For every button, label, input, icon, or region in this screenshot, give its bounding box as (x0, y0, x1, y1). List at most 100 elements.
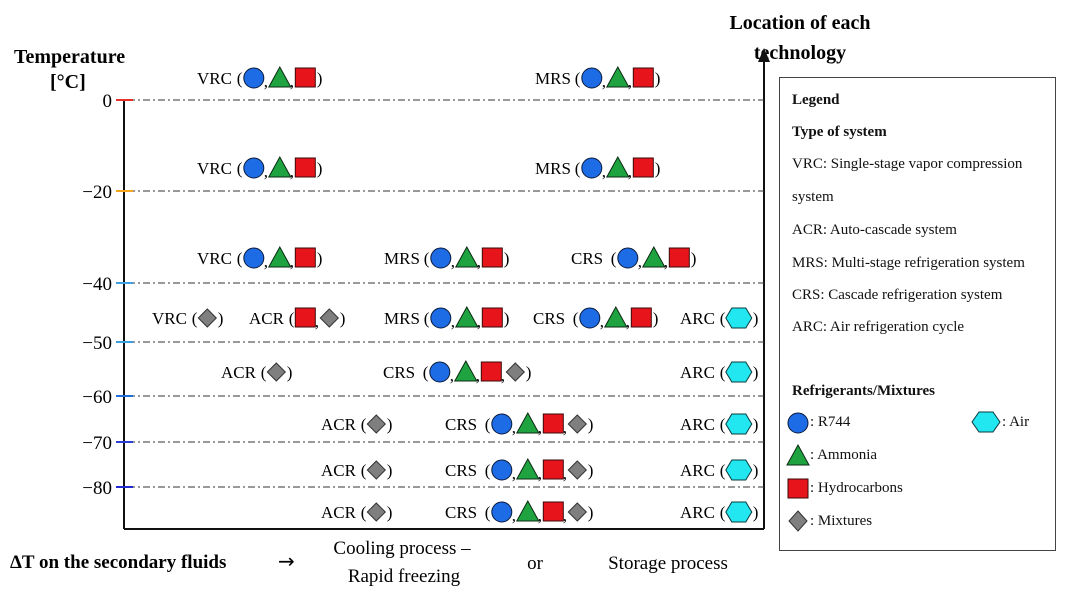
legend-hexagon-symbol (971, 411, 1001, 433)
comma: , (626, 312, 630, 331)
technology-entries: VRC(,,)MRS(,,)VRC(,,)MRS(,,)VRC(,,)MRS(,… (152, 65, 759, 525)
entry-label: MRS (535, 159, 571, 178)
rapid-freezing-label: Rapid freezing (348, 566, 461, 587)
comma: , (451, 312, 455, 331)
entry-label: ACR (249, 309, 285, 328)
legend-crs: CRS: Cascade refrigeration system (792, 287, 1003, 303)
diamond-icon (197, 308, 218, 328)
entry-label: CRS (445, 415, 477, 434)
legend-box: Legend Type of system VRC: Single-stage … (779, 77, 1056, 551)
entry-mrs: MRS(,,) (535, 65, 661, 91)
paren-close: ) (588, 461, 594, 480)
diamond-icon (567, 502, 588, 522)
square-icon (294, 307, 316, 328)
hexagon-icon (725, 361, 753, 383)
entry-acr: ACR() (321, 414, 392, 434)
paren-open: ( (424, 309, 430, 328)
paren-close: ) (317, 159, 323, 178)
square-icon (632, 157, 654, 178)
paren-open: ( (485, 415, 491, 434)
legend-type-heading: Type of system (792, 124, 887, 140)
entry-label: VRC (197, 159, 232, 178)
legend-diamond-icon (788, 510, 808, 532)
comma: , (512, 506, 516, 525)
entry-label: ARC (680, 309, 715, 328)
paren-open: ( (573, 309, 579, 328)
triangle-icon (267, 245, 292, 268)
entry-label: CRS (533, 309, 565, 328)
delta-t-label: ΔT on the secondary fluids (10, 552, 226, 573)
paren-close: ) (655, 69, 661, 88)
comma: , (563, 418, 567, 437)
entry-label: VRC (197, 69, 232, 88)
entry-acr: ACR() (321, 460, 392, 480)
entry-arc: ARC() (680, 501, 758, 523)
entry-label: MRS (384, 309, 420, 328)
paren-open: ( (424, 249, 430, 268)
paren-close: ) (387, 503, 393, 522)
square-icon (542, 501, 564, 522)
circle-icon (429, 361, 451, 383)
paren-close: ) (317, 249, 323, 268)
entry-mrs: MRS(,,) (384, 305, 509, 331)
legend-arc: ARC: Air refrigeration cycle (792, 319, 965, 335)
temperature-unit: [°C] (50, 71, 86, 93)
diamond-icon (567, 460, 588, 480)
arrow-glyph: → (278, 549, 295, 573)
comma: , (664, 252, 668, 271)
paren-open: ( (237, 69, 243, 88)
comma: , (290, 162, 294, 181)
circle-icon (491, 459, 513, 481)
diamond-icon (266, 362, 287, 382)
comma: , (628, 72, 632, 91)
entry-crs: CRS(,,) (533, 305, 659, 331)
legend-ammonia: : Ammonia (810, 447, 878, 463)
circle-icon (581, 157, 603, 179)
entry-mrs: MRS(,,) (535, 155, 660, 181)
legend-refrigerants-heading: Refrigerants/Mixtures (792, 383, 936, 399)
square-icon (294, 157, 316, 178)
legend-vrc-cont: system (792, 189, 834, 205)
circle-icon (617, 247, 639, 269)
temperature-label: Temperature (14, 46, 125, 68)
circle-icon (243, 67, 265, 89)
triangle-icon (267, 65, 292, 88)
comma: , (602, 162, 606, 181)
paren-close: ) (653, 309, 659, 328)
tick-label: −50 (82, 333, 112, 354)
entry-label: ACR (221, 363, 257, 382)
entry-acr: ACR() (321, 502, 393, 522)
paren-open: ( (423, 363, 429, 382)
entry-acr: ACR() (221, 362, 292, 382)
triangle-icon (515, 457, 540, 480)
circle-icon (243, 247, 265, 269)
tick-label: −70 (82, 433, 112, 454)
square-icon (481, 247, 503, 268)
legend-symbols (786, 412, 810, 532)
comma: , (538, 506, 542, 525)
paren-close: ) (753, 363, 759, 382)
paren-open: ( (261, 363, 267, 382)
legend-vrc: VRC: Single-stage vapor compression (792, 156, 1023, 172)
paren-close: ) (753, 415, 759, 434)
triangle-icon (454, 305, 479, 328)
location-label-line2: technology (754, 42, 846, 64)
entry-label: VRC (152, 309, 187, 328)
triangle-icon (605, 65, 630, 88)
hexagon-icon (725, 307, 753, 329)
entry-crs: CRS(,,,) (445, 499, 593, 525)
paren-close: ) (753, 461, 759, 480)
entry-vrc: VRC(,,) (197, 155, 323, 181)
paren-open: ( (720, 309, 726, 328)
paren-open: ( (192, 309, 198, 328)
diamond-icon (366, 502, 387, 522)
triangle-icon (453, 359, 478, 382)
tick-label: −20 (82, 182, 112, 203)
paren-open: ( (237, 159, 243, 178)
comma: , (290, 252, 294, 271)
entry-acr: ACR(,) (249, 307, 345, 331)
entry-label: MRS (535, 69, 571, 88)
comma: , (315, 312, 319, 331)
entry-label: ACR (321, 503, 357, 522)
paren-close: ) (753, 309, 759, 328)
